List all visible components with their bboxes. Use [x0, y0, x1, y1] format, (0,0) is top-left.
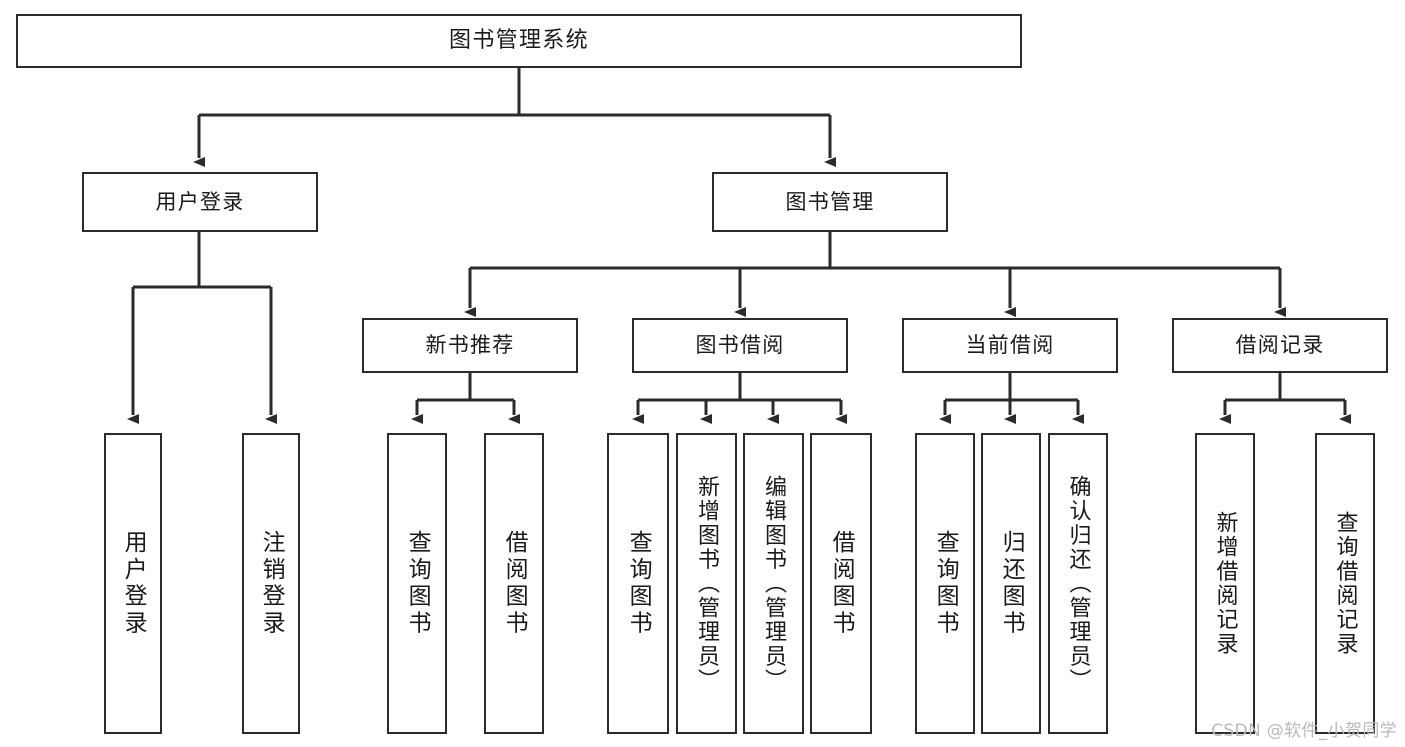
node-label: 用户登录	[120, 530, 147, 637]
node-label: 查询图书	[932, 530, 959, 637]
leaf-add-borrow-record[interactable]: 新增借阅记录	[1195, 433, 1255, 734]
leaf-confirm-return-admin[interactable]: 确认归还（管理员）	[1048, 433, 1108, 734]
node-label: 借阅记录	[1235, 333, 1325, 358]
node-label: 图书借阅	[695, 333, 785, 358]
leaf-query-book-borrow[interactable]: 查询图书	[607, 433, 669, 734]
node-label: 查询图书	[404, 530, 431, 637]
leaf-edit-book-admin[interactable]: 编辑图书（管理员）	[743, 433, 804, 734]
leaf-borrow-book-borrow[interactable]: 借阅图书	[810, 433, 872, 734]
node-label: 编辑图书（管理员）	[761, 474, 787, 693]
leaf-user-login[interactable]: 用户登录	[104, 433, 162, 734]
leaf-logout[interactable]: 注销登录	[242, 433, 300, 734]
node-label: 注销登录	[258, 530, 285, 637]
node-borrowing-record[interactable]: 借阅记录	[1172, 318, 1388, 373]
node-label: 查询图书	[625, 530, 652, 637]
node-label: 归还图书	[998, 530, 1025, 637]
node-user-login[interactable]: 用户登录	[82, 172, 318, 232]
node-label: 新增借阅记录	[1212, 510, 1238, 657]
node-label: 借阅图书	[828, 530, 855, 637]
node-label: 查询借阅记录	[1332, 510, 1358, 657]
node-label: 新书推荐	[425, 333, 515, 358]
node-label: 确认归还（管理员）	[1065, 474, 1091, 693]
node-label: 图书管理系统	[449, 28, 589, 54]
csdn-watermark: CSDN @软件_小贺同学	[1211, 721, 1397, 741]
node-label: 新增图书（管理员）	[694, 474, 720, 693]
node-label: 图书管理	[785, 189, 875, 214]
leaf-add-book-admin[interactable]: 新增图书（管理员）	[676, 433, 737, 734]
node-new-book-recommendation[interactable]: 新书推荐	[362, 318, 578, 373]
leaf-query-book-newbook[interactable]: 查询图书	[387, 433, 447, 734]
node-book-borrowing[interactable]: 图书借阅	[632, 318, 848, 373]
leaf-query-book-current[interactable]: 查询图书	[915, 433, 975, 734]
node-book-management[interactable]: 图书管理	[712, 172, 948, 232]
node-label: 借阅图书	[501, 530, 528, 637]
node-label: 用户登录	[155, 189, 245, 214]
node-current-borrowing[interactable]: 当前借阅	[902, 318, 1118, 373]
leaf-query-borrow-record[interactable]: 查询借阅记录	[1315, 433, 1375, 734]
node-root-book-management-system[interactable]: 图书管理系统	[16, 14, 1022, 68]
node-label: 当前借阅	[965, 333, 1055, 358]
leaf-borrow-book-newbook[interactable]: 借阅图书	[484, 433, 544, 734]
leaf-return-book[interactable]: 归还图书	[981, 433, 1041, 734]
